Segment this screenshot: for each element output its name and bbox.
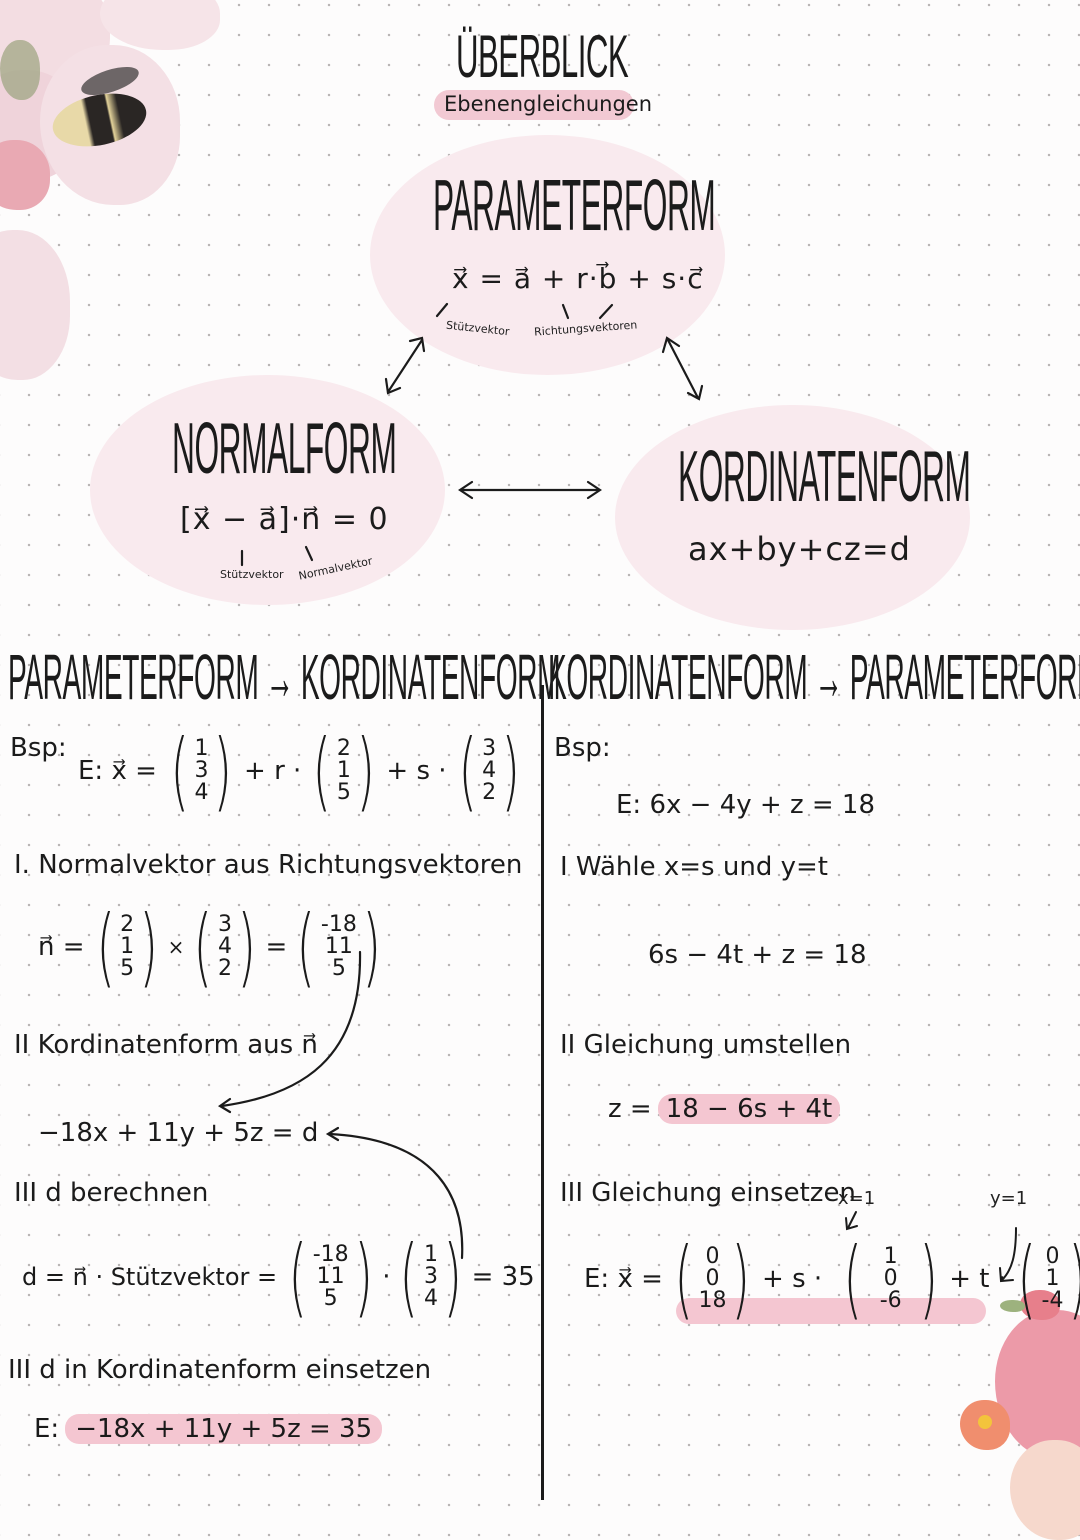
normalform-bubble — [90, 375, 445, 605]
left-step-3: III d berechnen — [14, 1178, 209, 1208]
note-arrows-icon — [845, 1211, 1017, 1283]
note-stuetzvektor-normal: Stützvektor — [220, 568, 284, 581]
left-step-1: I. Normalvektor aus Richtungsvektoren — [14, 850, 523, 880]
right-step-3: III Gleichung einsetzen — [560, 1178, 856, 1208]
parameterform-label: PARAMETERFORM — [433, 166, 716, 246]
y-note: y=1 — [990, 1188, 1028, 1209]
left-step-4: III d in Kordinatenform einsetzen — [8, 1355, 432, 1385]
parameterform-bubble — [370, 135, 725, 375]
page-subtitle: Ebenengleichungen — [434, 90, 652, 120]
right-section-title: KORDINATENFORM → PARAMETERFORM — [548, 641, 1080, 713]
right-step-1: I Wähle x=s und y=t — [560, 852, 828, 882]
koordinatenform-bubble — [615, 405, 970, 630]
curve-arrows-icon — [217, 950, 464, 1260]
right-example-label: Bsp: — [554, 733, 611, 763]
left-step-2: II Kordinatenform aus n⃗ — [14, 1030, 318, 1060]
r-label: + r · — [244, 756, 302, 786]
left-example-label: Bsp: — [10, 733, 67, 763]
final-equation-highlight: −18x + 11y + 5z = 35 — [65, 1414, 383, 1444]
right-example-equation: E: 6x − 4y + z = 18 — [616, 790, 875, 820]
example-prefix: E: x⃗ = — [78, 756, 157, 786]
normalform-label: NORMALFORM — [172, 409, 397, 489]
left-section-title: PARAMETERFORM → KORDINATENFORM — [8, 641, 561, 713]
substituted-equation: 6s − 4t + z = 18 — [648, 940, 867, 970]
s-label: + s · — [386, 756, 447, 786]
parameterform-formula: x⃗ = a⃗ + r·b⃗ + s·c⃗ — [452, 262, 704, 295]
page-title: ÜBERBLICK — [456, 23, 629, 90]
result-highlight-band — [676, 1298, 986, 1324]
x-note: x=1 — [838, 1188, 876, 1209]
subtitle-text: Ebenengleichungen — [444, 92, 653, 116]
arrow-parameter-normal-icon — [240, 302, 704, 567]
right-step-2: II Gleichung umstellen — [560, 1030, 852, 1060]
rearranged-equation: z = 18 − 6s + 4t — [608, 1094, 841, 1124]
coordinate-equation-d: −18x + 11y + 5z = d — [38, 1118, 319, 1148]
koordinatenform-formula: ax+by+cz=d — [688, 530, 911, 568]
koordinatenform-label: KORDINATENFORM — [678, 437, 971, 517]
section-divider — [541, 685, 544, 1500]
normalform-formula: [x⃗ − a⃗]·n⃗ = 0 — [180, 502, 389, 537]
final-coordinate-form: E: −18x + 11y + 5z = 35 — [34, 1414, 383, 1444]
vector-direction-t: (01-4) — [1017, 1229, 1080, 1329]
rearranged-highlight: 18 − 6s + 4t — [657, 1094, 841, 1124]
